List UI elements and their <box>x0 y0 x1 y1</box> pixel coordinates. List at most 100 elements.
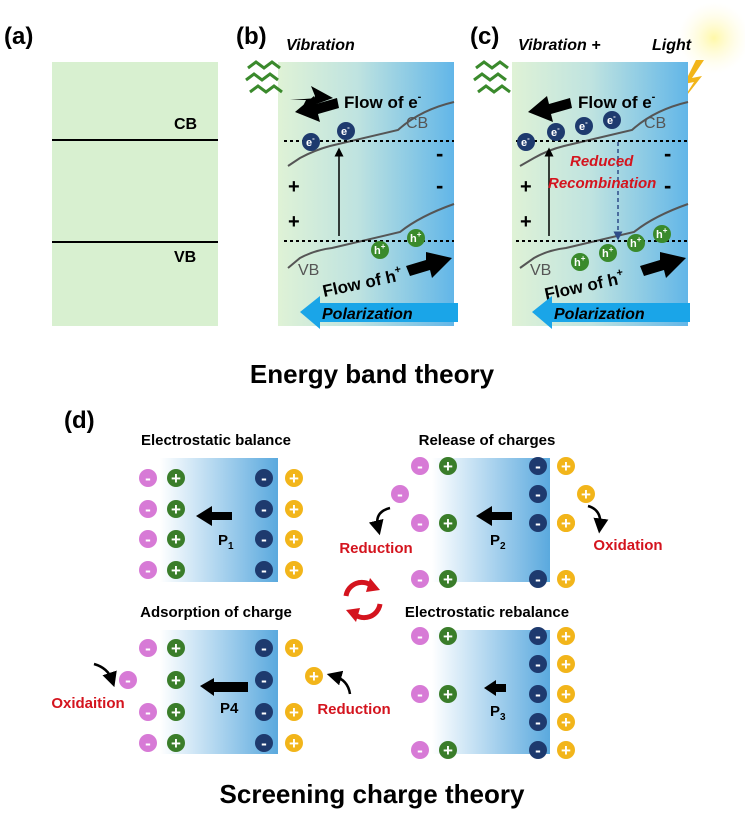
svg-text:-: - <box>397 485 403 504</box>
p2-pink-ion: - <box>411 457 429 476</box>
p4-reduction-arrow <box>326 670 352 695</box>
p3-navy-ion: - <box>529 655 547 674</box>
p4-yellow-ion: + <box>285 639 303 658</box>
panel-c-vb-curve <box>519 203 689 269</box>
panel-a-cb-label: CB <box>174 116 197 133</box>
svg-text:-: - <box>145 561 151 580</box>
p3-yellow-ion: + <box>557 655 575 674</box>
svg-text:-: - <box>145 734 151 753</box>
panel-a-vb-label: VB <box>174 249 196 266</box>
svg-text:+: + <box>289 734 299 753</box>
p3-title: Electrostatic rebalance <box>405 604 569 621</box>
panel-c-plus-1: + <box>520 176 532 198</box>
panel-c-polarization-arrow <box>532 296 690 329</box>
energy-band-title: Energy band theory <box>250 359 495 389</box>
svg-text:-: - <box>417 570 423 589</box>
svg-text:+: + <box>289 530 299 549</box>
svg-text:+: + <box>561 457 571 476</box>
p1-green-ion: + <box>167 561 185 580</box>
p4-green-ion: + <box>167 671 185 690</box>
panel-label-b: (b) <box>236 23 267 50</box>
p4-navy-ion: - <box>255 734 273 753</box>
p3-navy-ion: - <box>529 627 547 646</box>
p1-pink-ion: - <box>139 469 157 488</box>
p4-pink-ion: - <box>139 639 157 658</box>
panel-label-c: (c) <box>470 23 499 50</box>
svg-text:-: - <box>125 671 131 690</box>
p1-yellow-ion: + <box>285 530 303 549</box>
svg-text:+: + <box>443 741 453 760</box>
p3-yellow-ion: + <box>557 741 575 760</box>
svg-text:+: + <box>443 570 453 589</box>
p3-yellow-ion: + <box>557 713 575 732</box>
svg-text:+: + <box>561 570 571 589</box>
p1-navy-ion: - <box>255 469 273 488</box>
panel-b-electron-2: e- <box>337 122 355 140</box>
p1-navy-ion: - <box>255 530 273 549</box>
p4-title: Adsorption of charge <box>140 604 292 621</box>
panel-c-vb-label: VB <box>530 262 551 279</box>
svg-text:e-: e- <box>521 134 530 149</box>
svg-text:e-: e- <box>607 112 616 127</box>
p1-navy-ion: - <box>255 500 273 519</box>
panel-b-hole-2: h+ <box>407 229 425 247</box>
panel-c-light: Light <box>652 37 692 54</box>
p2-pink-ion: - <box>411 570 429 589</box>
svg-text:-: - <box>261 671 267 690</box>
svg-text:-: - <box>535 741 541 760</box>
p1-label: P1 <box>218 532 234 552</box>
svg-text:-: - <box>145 703 151 722</box>
svg-text:+: + <box>289 639 299 658</box>
svg-text:h+: h+ <box>374 242 386 257</box>
p1-green-ion: + <box>167 469 185 488</box>
svg-text:e-: e- <box>579 118 588 133</box>
panel-b-flow-e: Flow of e- <box>344 91 422 112</box>
p1-green-ion: + <box>167 530 185 549</box>
p4-green-ion: + <box>167 734 185 753</box>
panel-c-cb-label: CB <box>644 115 666 132</box>
panel-label-d: (d) <box>64 407 95 434</box>
svg-text:+: + <box>171 671 181 690</box>
p2-label: P2 <box>490 532 506 552</box>
panel-b-vibration: Vibration <box>286 37 355 54</box>
svg-text:+: + <box>561 627 571 646</box>
panel-b-flow-h-arrow <box>406 252 452 278</box>
svg-text:h+: h+ <box>656 226 668 241</box>
p3-green-ion: + <box>439 627 457 646</box>
panel-c-holes: h+ h+ h+ h+ <box>571 225 671 271</box>
panel-c-minus-2: - <box>664 173 671 198</box>
p4-navy-ion: - <box>255 703 273 722</box>
svg-text:h+: h+ <box>630 235 642 250</box>
svg-text:+: + <box>561 685 571 704</box>
panel-c-vibration: Vibration + <box>518 37 601 54</box>
panel-b-minus-2: - <box>436 173 443 198</box>
p4-green-ion: + <box>167 703 185 722</box>
panel-b-vb-label: VB <box>298 262 319 279</box>
svg-text:+: + <box>561 514 571 533</box>
p3-green-ion: + <box>439 685 457 704</box>
p2-released-yellow-ion: + <box>577 485 595 504</box>
p2-green-ion: + <box>439 457 457 476</box>
p1-pink-ion: - <box>139 561 157 580</box>
svg-text:-: - <box>261 639 267 658</box>
panel-c-flow-e: Flow of e- <box>578 91 656 112</box>
p4-navy-ion: - <box>255 671 273 690</box>
ion-layer: -+-+-+-+-+-+-+-+-+-+-+-+-+-+-+-+-+-+-+-+… <box>119 457 595 760</box>
panel-c-minus-1: - <box>664 141 671 166</box>
panel-b-polarization: Polarization <box>322 306 413 323</box>
p4-oxidation: Oxidaition <box>51 695 124 712</box>
p1-yellow-ion: + <box>285 561 303 580</box>
panel-c-flow-e-arrow <box>528 96 572 122</box>
panel-b-flow-e-arrowhead <box>295 96 339 122</box>
p2-navy-ion: - <box>529 457 547 476</box>
svg-text:+: + <box>443 627 453 646</box>
svg-text:+: + <box>171 703 181 722</box>
p3-navy-ion: - <box>529 713 547 732</box>
p3-yellow-ion: + <box>557 627 575 646</box>
svg-text:h+: h+ <box>410 230 422 245</box>
p2-navy-ion: - <box>529 514 547 533</box>
p2-title: Release of charges <box>419 432 556 449</box>
svg-text:+: + <box>561 655 571 674</box>
p1-green-ion: + <box>167 500 185 519</box>
svg-text:+: + <box>561 713 571 732</box>
